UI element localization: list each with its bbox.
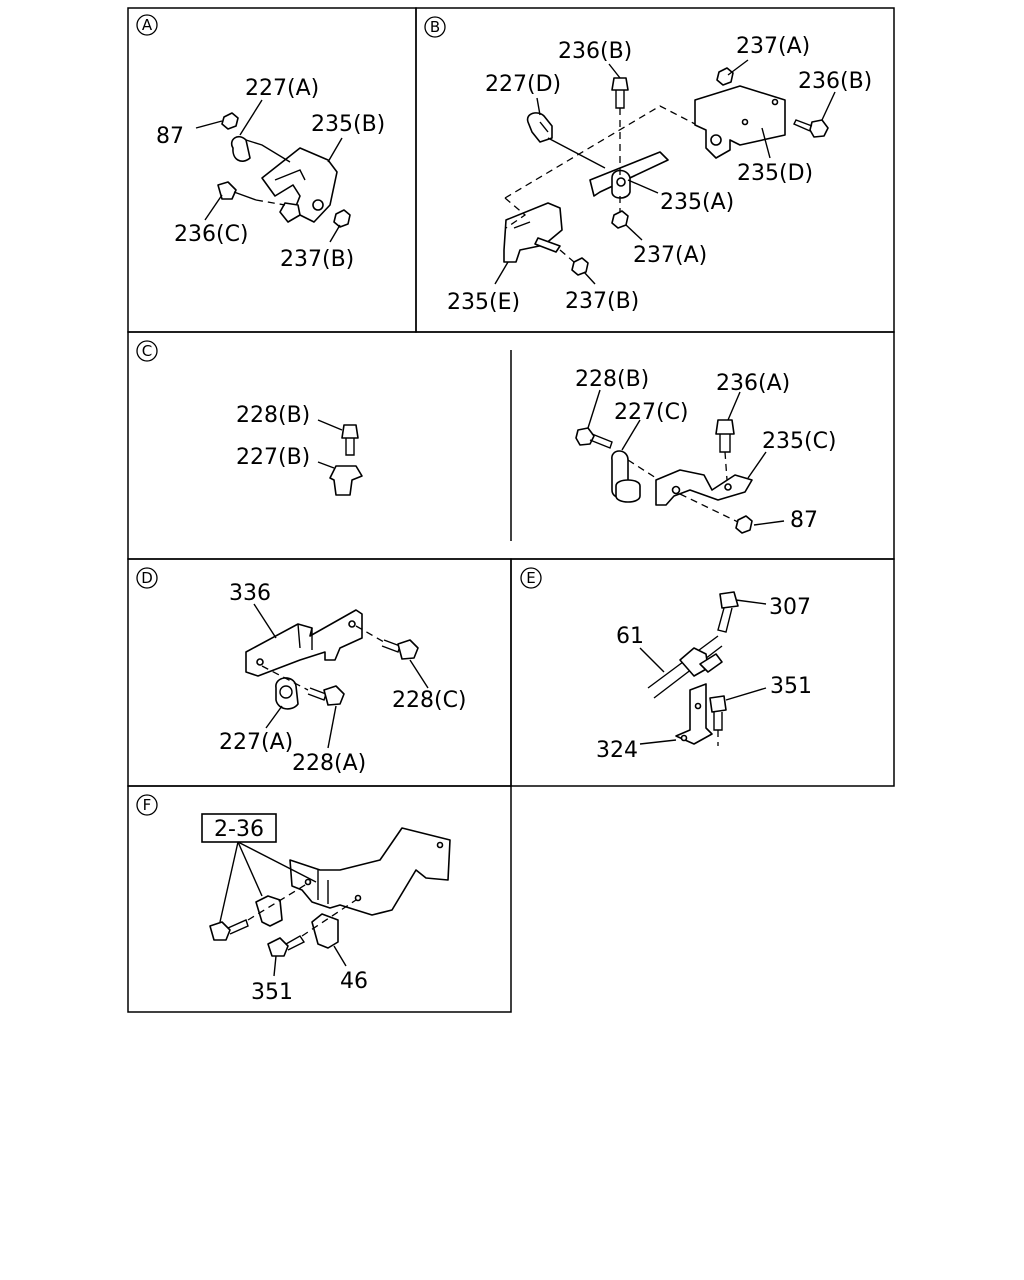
bolt-236a — [715, 419, 735, 481]
section-b-marker: B — [424, 16, 446, 38]
hose-61 — [647, 635, 723, 699]
bolt-307 — [717, 591, 739, 633]
label-227a: 227(A) — [245, 76, 319, 101]
section-f: F 2-36 — [136, 794, 451, 1005]
label-237a-top: 237(A) — [736, 34, 810, 59]
label-336: 336 — [229, 581, 271, 606]
label-236c: 236(C) — [174, 222, 249, 247]
clip-227a-d — [275, 677, 299, 710]
svg-text:2-36: 2-36 — [214, 817, 264, 842]
bracket-235c — [655, 469, 753, 506]
section-b-dashed-lines — [504, 105, 696, 229]
label-87-c: 87 — [790, 508, 818, 533]
nut-87 — [735, 515, 753, 534]
label-228b-right: 228(B) — [575, 367, 649, 392]
svg-text:C: C — [142, 342, 152, 360]
nut-237b — [333, 209, 351, 228]
label-227c: 227(C) — [614, 400, 689, 425]
section-c-left-leaders — [317, 419, 343, 469]
section-c-right-dashes — [627, 459, 739, 523]
section-d: D 336 228(C) 227(A) — [136, 567, 467, 776]
clip-227c — [611, 450, 641, 503]
bolt-left — [209, 919, 249, 941]
label-351-e: 351 — [770, 674, 812, 699]
label-235e: 235(E) — [447, 290, 520, 315]
nut-237a-top — [716, 67, 734, 86]
label-235b: 235(B) — [311, 112, 385, 137]
section-b-leaders — [494, 59, 836, 285]
section-f-leaders — [219, 841, 347, 977]
bolt-351-e — [709, 695, 727, 746]
clip-left — [255, 895, 283, 927]
label-227d: 227(D) — [485, 72, 561, 97]
section-d-marker: D — [136, 567, 158, 589]
bracket-336 — [245, 609, 363, 677]
section-c: C 228(B) 227(B) — [136, 340, 837, 534]
bolt-228b-right — [575, 427, 613, 449]
label-87: 87 — [156, 124, 184, 149]
section-e-marker: E — [520, 567, 542, 589]
label-237a-bottom: 237(A) — [633, 243, 707, 268]
label-227b: 227(B) — [236, 445, 310, 470]
label-228b-left: 228(B) — [236, 403, 310, 428]
label-228c: 228(C) — [392, 688, 467, 713]
bolt-236b-right — [793, 119, 829, 138]
label-46: 46 — [340, 969, 368, 994]
bolt-228c — [355, 625, 419, 660]
label-236a: 236(A) — [716, 371, 790, 396]
label-236b-right: 236(B) — [798, 69, 872, 94]
bracket-235a — [589, 151, 669, 199]
section-b: B — [424, 16, 872, 315]
section-f-marker: F — [136, 794, 158, 816]
section-a-leaders — [195, 99, 343, 243]
svg-text:D: D — [141, 569, 153, 587]
label-227a-d: 227(A) — [219, 730, 293, 755]
label-237b: 237(B) — [280, 247, 354, 272]
clip-227b — [329, 465, 363, 496]
bolt-237b — [534, 237, 589, 276]
section-d-leaders — [253, 603, 429, 749]
label-235c: 235(C) — [762, 429, 837, 454]
bracket-235b — [261, 147, 338, 223]
section-a: A 227(A) — [136, 14, 385, 272]
svg-text:E: E — [526, 569, 535, 587]
reference-box-2-36: 2-36 — [201, 813, 277, 843]
section-f-dashes — [247, 881, 357, 937]
label-228a: 228(A) — [292, 751, 366, 776]
label-235d: 235(D) — [737, 161, 813, 186]
bracket-frame — [289, 827, 451, 916]
label-235a: 235(A) — [660, 190, 734, 215]
bracket-235e — [503, 202, 563, 263]
bolt-228a — [261, 665, 345, 706]
section-e: E 307 61 351 324 — [520, 567, 812, 763]
bolt-351-f — [267, 935, 306, 957]
bracket-324 — [675, 683, 713, 745]
section-e-leaders — [639, 599, 767, 745]
clip-227a — [230, 135, 291, 163]
svg-text:A: A — [142, 16, 153, 34]
label-61: 61 — [616, 624, 644, 649]
section-c-right-leaders — [587, 389, 785, 526]
section-c-marker: C — [136, 340, 158, 362]
label-351-f: 351 — [251, 980, 293, 1005]
bolt-228b-left — [341, 424, 359, 456]
clip-46 — [311, 913, 339, 949]
svg-text:F: F — [143, 796, 152, 814]
bolt-236b-top — [611, 77, 629, 175]
section-a-marker: A — [136, 14, 158, 36]
nut-87 — [221, 112, 239, 130]
label-307: 307 — [769, 595, 811, 620]
panel-frames — [127, 7, 895, 1013]
bracket-235d — [694, 85, 786, 159]
label-324: 324 — [596, 738, 638, 763]
label-236b-top: 236(B) — [558, 39, 632, 64]
label-237b: 237(B) — [565, 289, 639, 314]
svg-text:B: B — [430, 18, 440, 36]
